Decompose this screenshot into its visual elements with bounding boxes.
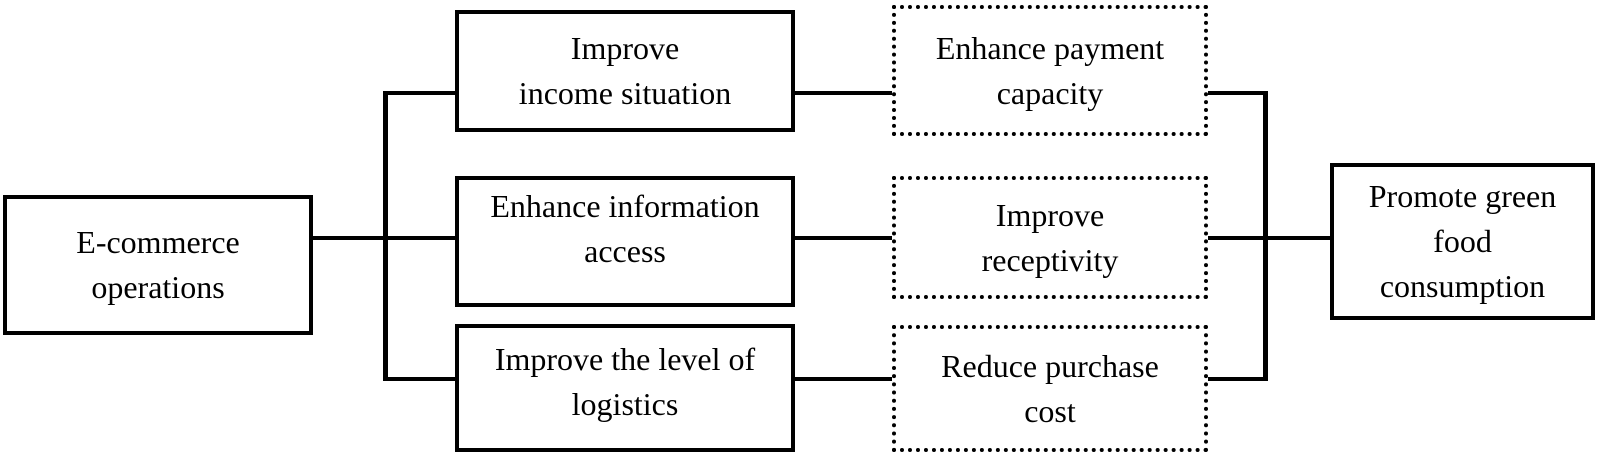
connector-information-to-receptivity [795, 236, 892, 240]
connector-logistics-to-cost [795, 377, 892, 381]
connector-branch-to-logistics [383, 377, 455, 381]
connector-right-trunk [1263, 91, 1268, 381]
node-promote-green-food-consumption: Promote green food consumption [1330, 163, 1595, 320]
connector-payment-to-trunk [1208, 91, 1268, 95]
connector-cost-to-trunk [1208, 377, 1268, 381]
node-reduce-purchase-cost: Reduce purchase cost [892, 325, 1208, 452]
connector-income-to-payment [795, 91, 892, 95]
node-improve-income-situation: Improve income situation [455, 10, 795, 132]
node-ecommerce-operations: E-commerce operations [3, 195, 313, 335]
node-improve-level-of-logistics: Improve the level of logistics [455, 324, 795, 452]
connector-receptivity-to-outcome [1208, 236, 1330, 240]
connector-branch-to-income [383, 91, 455, 95]
connector-left-trunk [383, 91, 388, 381]
node-improve-receptivity: Improve receptivity [892, 176, 1208, 299]
node-enhance-payment-capacity: Enhance payment capacity [892, 5, 1208, 136]
node-enhance-information-access: Enhance information access [455, 176, 795, 307]
